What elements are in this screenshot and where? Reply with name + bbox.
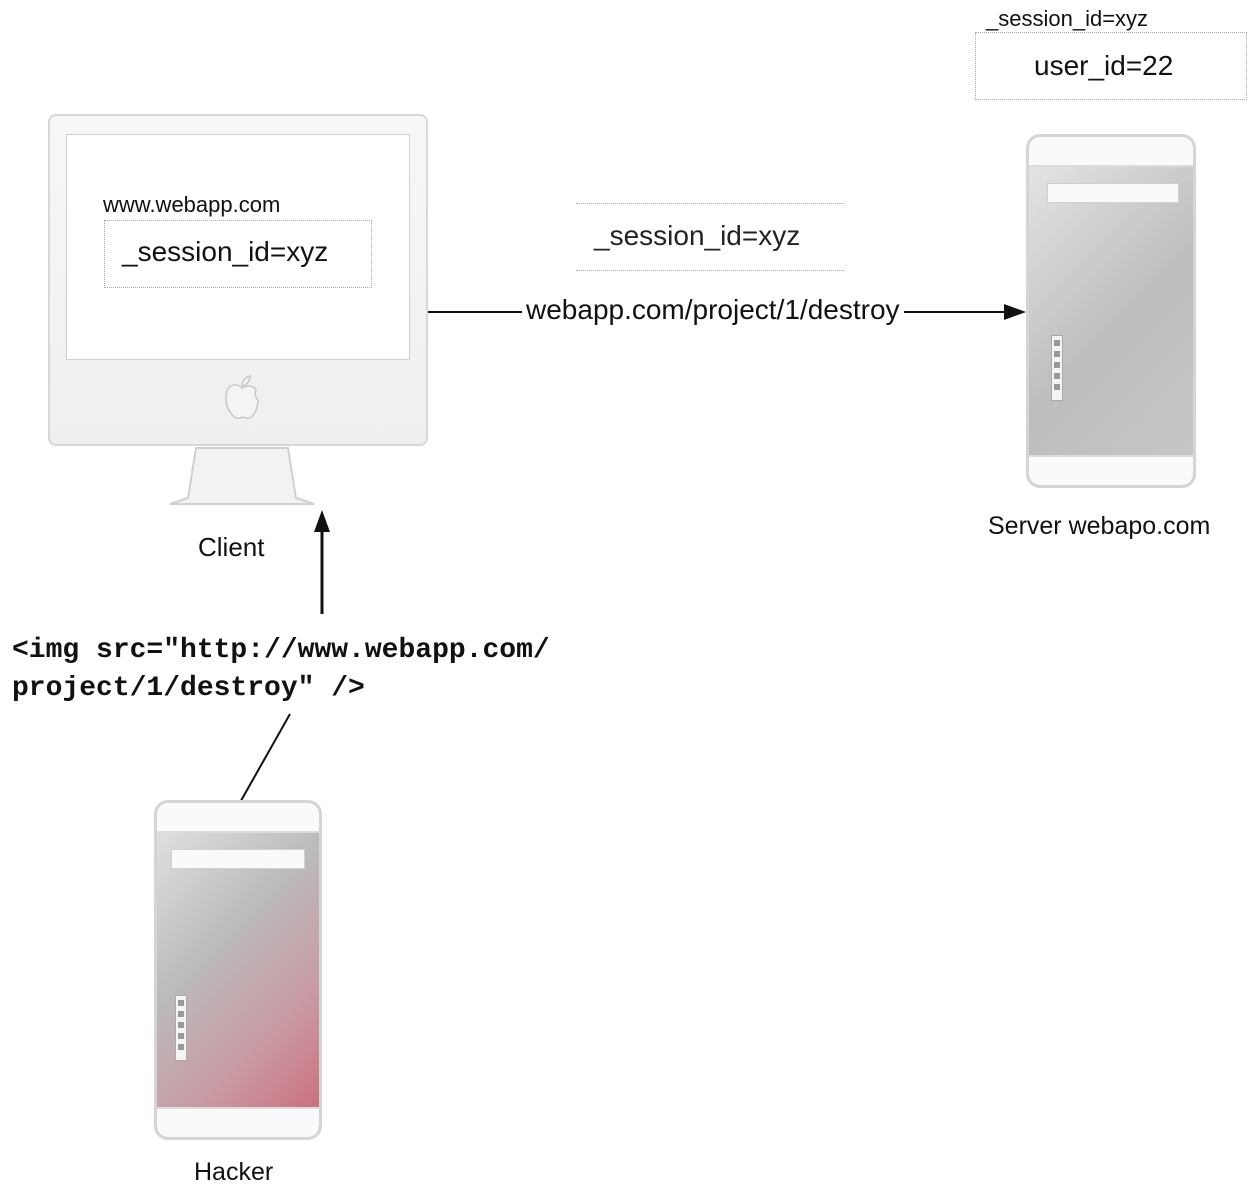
request-cookie-bottom-rule xyxy=(576,270,844,271)
server-tower-icon xyxy=(1026,134,1196,488)
client-screen xyxy=(66,134,410,360)
request-url: webapp.com/project/1/destroy xyxy=(522,294,904,326)
request-arrowhead xyxy=(1004,304,1026,320)
tower-bottom-cap xyxy=(157,1107,319,1137)
server-label: Server webapo.com xyxy=(988,512,1211,540)
drive-bay xyxy=(1047,183,1179,203)
client-label: Client xyxy=(198,532,265,562)
server-session-key: _session_id=xyz xyxy=(986,6,1149,31)
client-cookie-text: _session_id=xyz xyxy=(122,236,329,267)
request-cookie-text: _session_id=xyz xyxy=(594,220,801,251)
tower-top-cap xyxy=(1029,137,1193,167)
img-to-client-arrowhead xyxy=(314,510,330,532)
apple-logo-icon xyxy=(225,375,259,419)
malicious-img-tag: <img src="http://www.webapp.com/ project… xyxy=(12,632,550,708)
client-cookie-box xyxy=(104,220,372,288)
request-cookie-top-rule xyxy=(576,203,844,204)
server-session-box xyxy=(975,32,1247,100)
client-url-label: www.webapp.com xyxy=(103,192,281,217)
monitor-stand xyxy=(169,447,315,505)
tower-top-cap xyxy=(157,803,319,833)
drive-bay xyxy=(171,849,305,869)
code-line-1: <img src="http://www.webapp.com/ xyxy=(12,635,550,666)
code-line-2: project/1/destroy" /> xyxy=(12,673,365,704)
tower-bottom-cap xyxy=(1029,455,1193,485)
server-session-value: user_id=22 xyxy=(1034,50,1174,81)
front-ports xyxy=(175,995,187,1061)
hacker-to-code-line xyxy=(237,713,291,807)
front-ports xyxy=(1051,335,1063,401)
hacker-label: Hacker xyxy=(194,1158,274,1186)
hacker-tower-icon xyxy=(154,800,322,1140)
